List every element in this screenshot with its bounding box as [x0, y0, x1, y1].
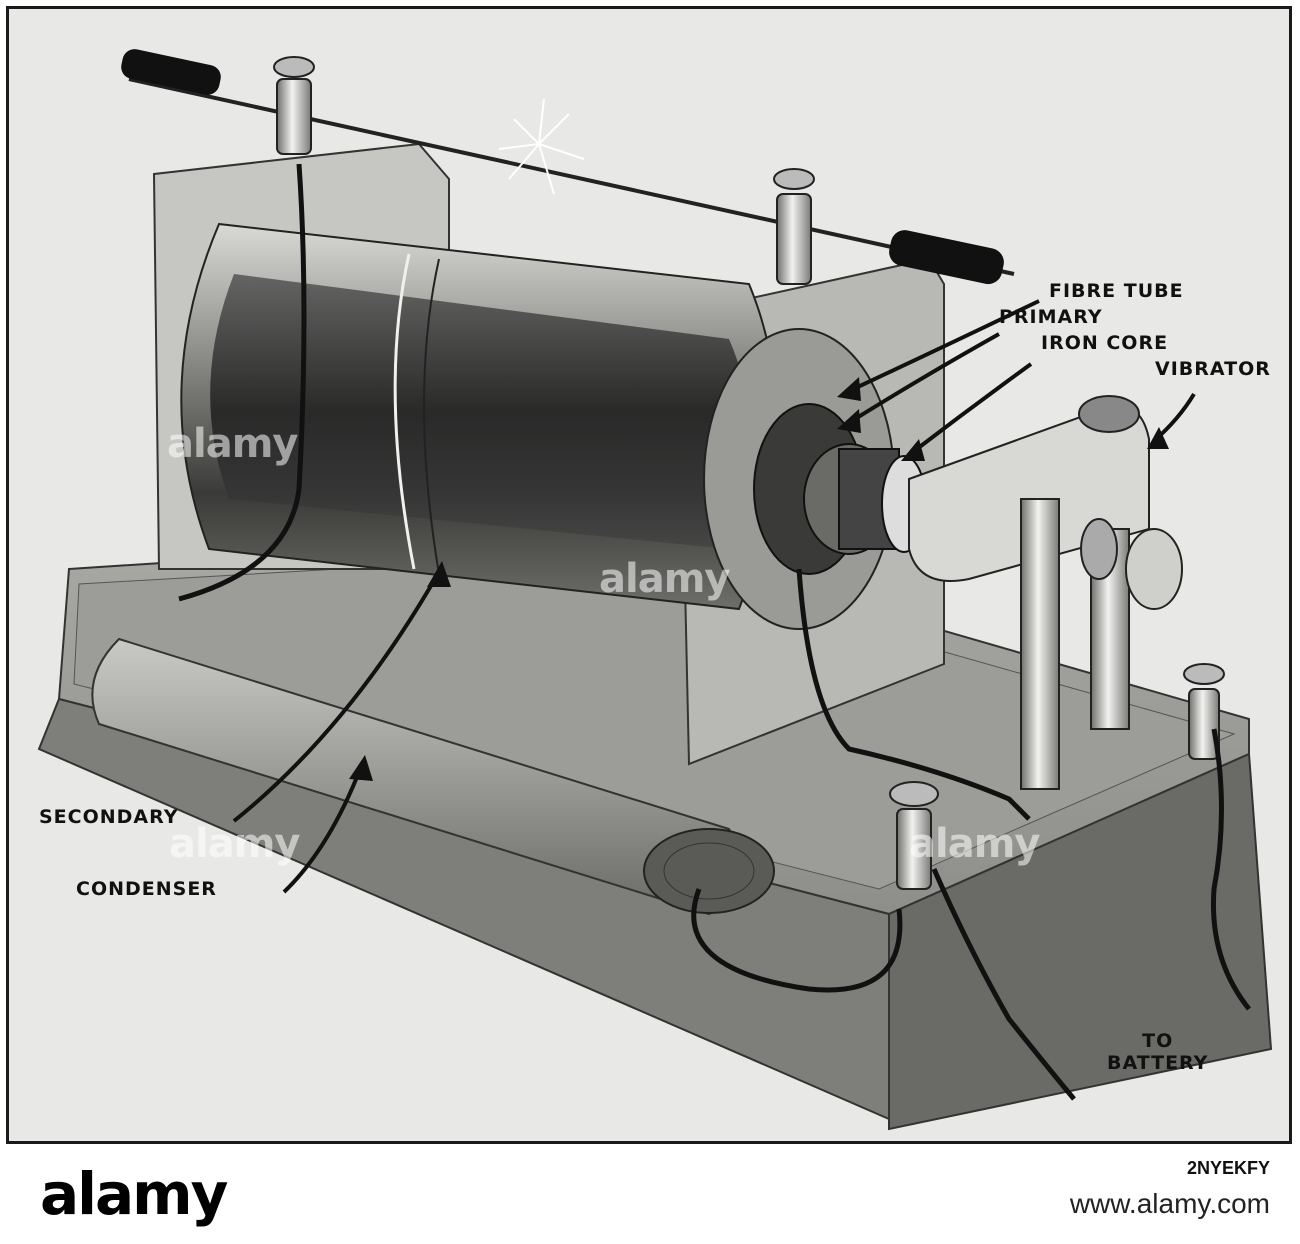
- image-id: 2NYEKFY: [1186, 1158, 1270, 1178]
- label-fibre-tube: FIBRE TUBE: [1049, 280, 1184, 302]
- label-to-battery-line2: BATTERY: [1107, 1051, 1209, 1074]
- label-to-battery: TO BATTERY: [1107, 1030, 1209, 1075]
- binding-posts: [889, 663, 1225, 890]
- spark-gap-rod: [121, 49, 1015, 285]
- site-url: www.alamy.com: [1069, 1188, 1270, 1219]
- callout-arrows: [232, 299, 1196, 894]
- label-condenser: CONDENSER: [76, 878, 217, 900]
- watermark-2: alamy: [599, 556, 730, 602]
- wires: [178, 163, 1251, 1101]
- watermark-1: alamy: [167, 421, 298, 467]
- alamy-logo: alamy: [40, 1160, 228, 1228]
- stock-footer: alamy 2NYEKFY www.alamy.com: [0, 1150, 1300, 1244]
- label-to-battery-line1: TO: [1142, 1030, 1174, 1052]
- vibrator-assembly: [908, 395, 1183, 790]
- label-primary: PRIMARY: [999, 306, 1103, 328]
- spark-icon: [498, 98, 585, 195]
- label-vibrator: VIBRATOR: [1155, 358, 1271, 380]
- illustration-frame: alamy alamy alamy alamy FIBRE TUBE PRIMA…: [6, 6, 1292, 1144]
- label-iron-core: IRON CORE: [1041, 332, 1169, 354]
- watermark-3: alamy: [169, 821, 300, 867]
- label-secondary: SECONDARY: [39, 806, 179, 828]
- induction-coil-illustration: [37, 49, 1273, 1131]
- watermark-4: alamy: [909, 821, 1040, 867]
- arrowheads: [349, 377, 1169, 781]
- condenser-cylinder: [91, 637, 775, 916]
